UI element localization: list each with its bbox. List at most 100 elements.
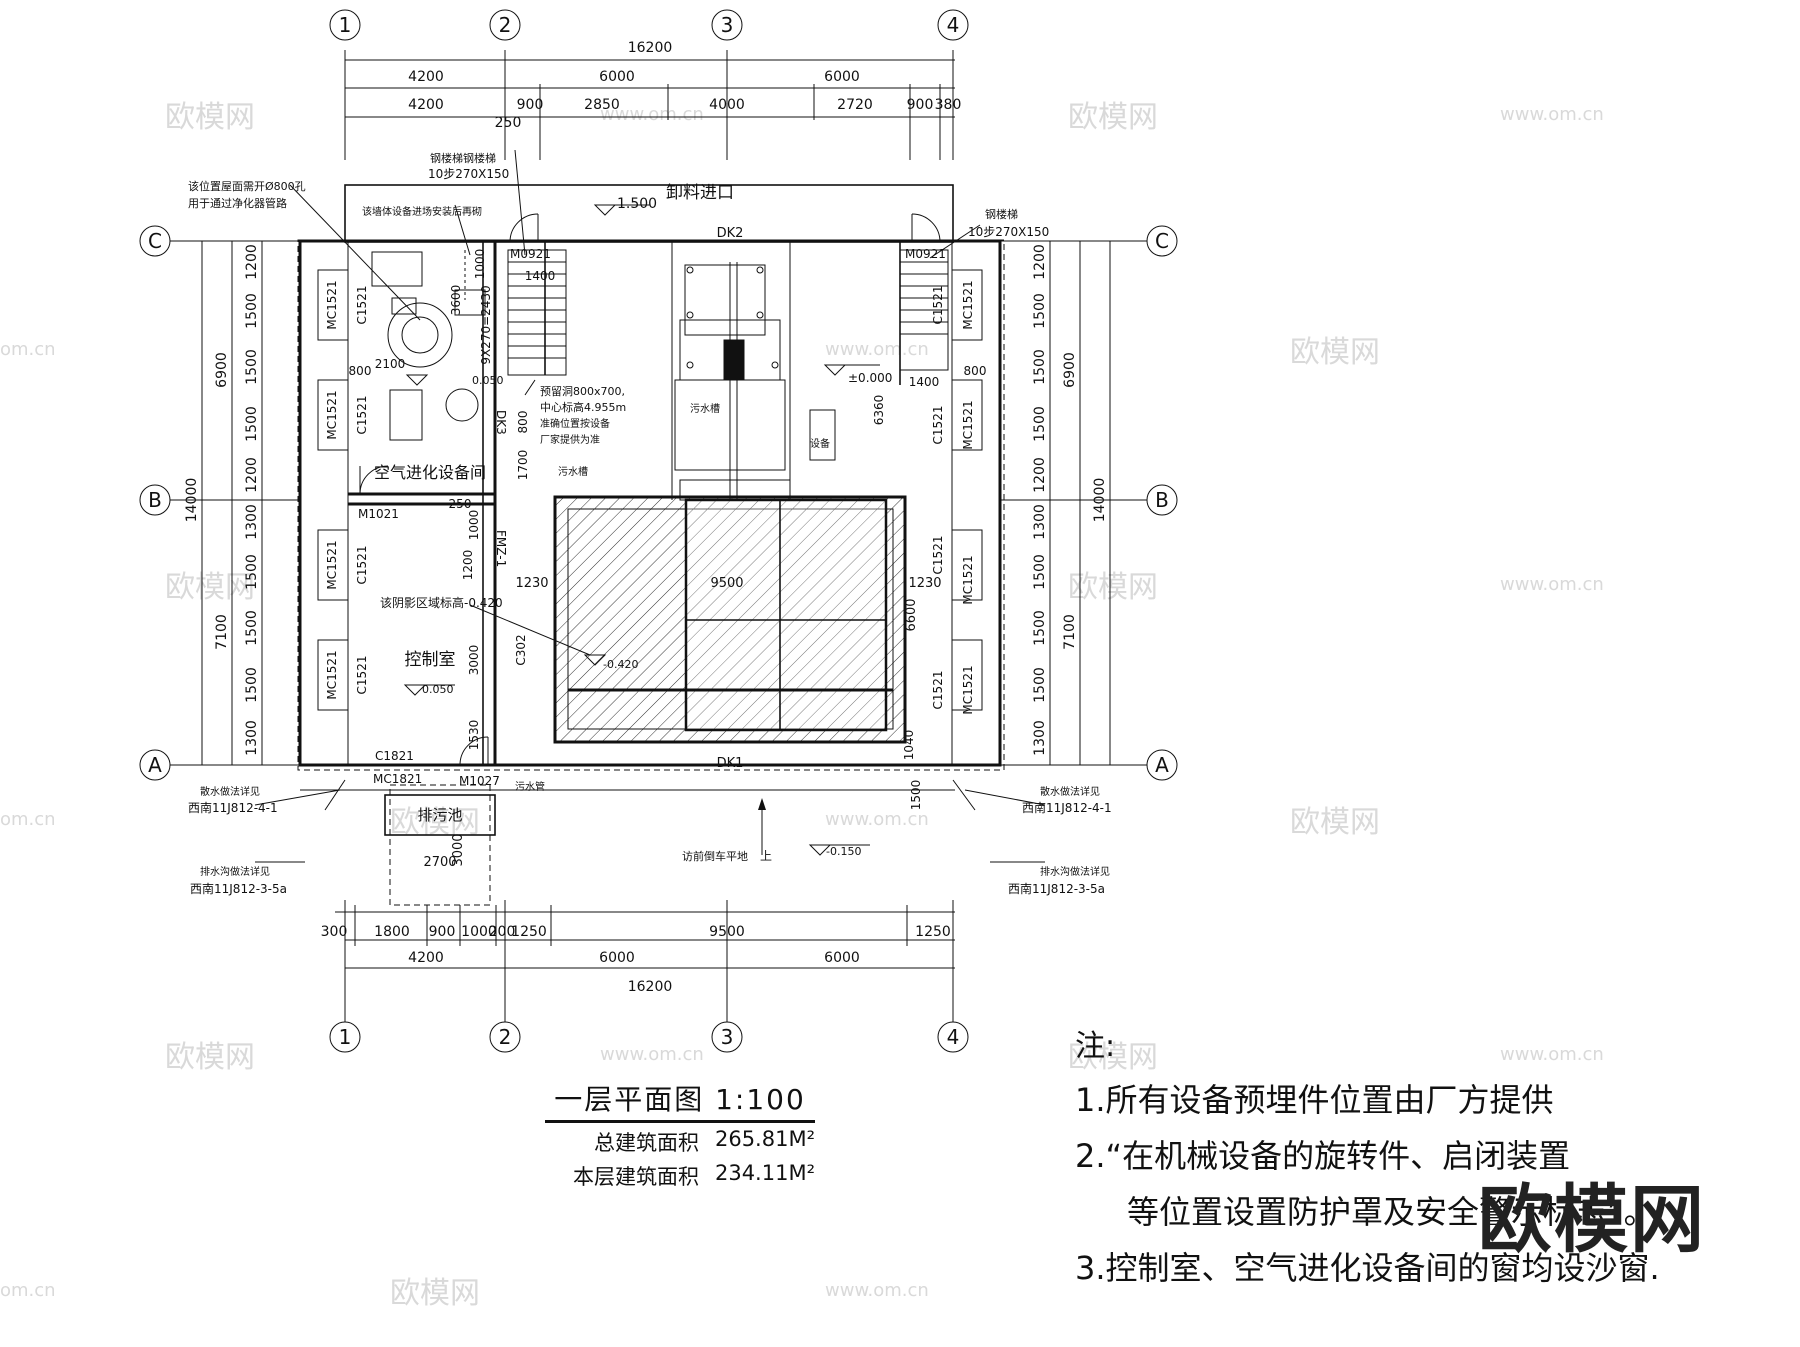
grid-label: 2 — [499, 13, 512, 37]
dim-text: 9500 — [710, 576, 743, 591]
door-tag: M0921 — [905, 247, 946, 261]
dim-text: 1250 — [915, 924, 951, 940]
grid-label: 4 — [947, 1025, 960, 1049]
left-dimensions: 14000 6900 7100 1200 1500 1500 1500 1200… — [184, 241, 263, 765]
annotation: 中心标高4.955m — [540, 400, 626, 414]
dim-text: 1500 — [1032, 293, 1048, 329]
window-tag: C1521 — [931, 671, 945, 710]
dim-text: 6360 — [872, 395, 886, 426]
note-item: 等位置设置防护罩及安全警示标志”。 — [1127, 1193, 1656, 1231]
dim-text: 7100 — [1062, 614, 1078, 650]
area-label: 总建筑面积 — [593, 1131, 699, 1155]
up-label: 上 — [760, 849, 772, 863]
annotation: 该阴影区域标高-0.420 — [380, 595, 503, 610]
annotation: 散水做法详见 — [200, 785, 260, 798]
door-tag: M1027 — [459, 774, 500, 788]
bottom-dimensions: 300 1800 900 1000 200 1250 9500 1250 420… — [321, 905, 955, 995]
dim-text: 250 — [449, 497, 472, 511]
watermark-url: www.om.cn — [600, 104, 704, 125]
annotation: 排水沟做法详见 — [1040, 865, 1110, 878]
annotation: 厂家提供为准 — [540, 433, 600, 446]
dim-text: 4200 — [408, 69, 444, 85]
window-tag: C1521 — [931, 536, 945, 575]
watermarks-url: www.om.cn www.om.cn www.om.cn om.cn www.… — [0, 104, 1604, 1301]
area-value: 265.81M² — [714, 1127, 815, 1151]
level-label: -0.420 — [603, 658, 638, 671]
grid-label: 2 — [499, 1025, 512, 1049]
annotation: 预留洞800x700, — [540, 385, 625, 398]
annotation: 污水槽 — [558, 465, 588, 478]
dim-text: 2700 — [423, 855, 456, 870]
level-label: 0.050 — [472, 374, 504, 387]
room-label-air: 空气进化设备间 — [374, 463, 486, 482]
dim-text: 1000 — [467, 510, 481, 541]
grid-label: 3 — [721, 13, 734, 37]
dim-text: 250 — [495, 115, 522, 131]
dim-text: 14000 — [1092, 478, 1108, 523]
dim-text: 1200 — [244, 457, 260, 493]
window-tag: C1521 — [355, 656, 369, 695]
watermark: 欧模网 — [1068, 570, 1158, 605]
dim-text: 16200 — [628, 40, 673, 56]
window-tag: C1521 — [355, 286, 369, 325]
note-item: 3.控制室、空气进化设备间的窗均设沙窗. — [1075, 1249, 1660, 1287]
dim-text: 7100 — [214, 614, 230, 650]
dim-text: 1800 — [374, 924, 410, 940]
area-row: 总建筑面积 265.81M² — [545, 1127, 815, 1157]
dim-text: 2720 — [837, 97, 873, 113]
watermark: 欧模网 — [165, 1040, 255, 1075]
dim-text: 4200 — [408, 97, 444, 113]
watermark: 欧模网 — [390, 1276, 480, 1311]
watermark-url: www.om.cn — [825, 1280, 929, 1301]
watermark-url: www.om.cn — [1500, 1044, 1604, 1065]
annotation: 10步270X150 — [968, 225, 1049, 239]
grid-label: C — [1155, 229, 1169, 253]
window-tag: C1821 — [375, 749, 414, 763]
dim-text: 300 — [321, 924, 348, 940]
grid-label: C — [148, 229, 162, 253]
dim-text: 2100 — [375, 357, 406, 371]
watermark: 欧模网 — [390, 805, 480, 840]
dk2-label: DK2 — [717, 226, 744, 241]
annotation: 该墙体设备进场安装后再砌 — [362, 205, 482, 218]
stairs — [359, 213, 949, 766]
window-tag: MC1521 — [325, 390, 339, 439]
window-markers-left: MC1521 C1521 MC1521 C1521 MC1521 C1521 M… — [317, 269, 983, 715]
door-tag: DK3 — [494, 410, 508, 435]
dim-text: 1250 — [511, 924, 547, 940]
dim-text: 1200 — [244, 244, 260, 280]
grid-label: A — [1155, 753, 1169, 777]
dim-text: 1300 — [244, 720, 260, 756]
annotation: 西南11J812-3-5a — [1008, 881, 1105, 896]
watermark: 欧模网 — [1290, 335, 1380, 370]
dim-text: 6000 — [599, 69, 635, 85]
annotation: 10步270X150 — [428, 167, 509, 181]
dim-text: 1230 — [908, 576, 941, 591]
dim-text: 4200 — [408, 950, 444, 966]
sewage-pool — [384, 784, 496, 906]
dim-text: 800 — [516, 411, 530, 434]
sewage-pool-label: 排污池 — [417, 806, 462, 824]
watermark-url: om.cn — [0, 339, 56, 360]
pit — [553, 495, 907, 744]
dim-text: 3600 — [449, 285, 463, 316]
dim-text: 9X270=2430 — [479, 285, 493, 364]
title-block: 一层平面图 1:100 总建筑面积 265.81M² 本层建筑面积 234.11… — [545, 1078, 815, 1191]
dim-text: 1500 — [909, 780, 923, 811]
window-tag: C1521 — [355, 546, 369, 585]
window-tag: MC1521 — [325, 540, 339, 589]
watermark-url: www.om.cn — [1500, 574, 1604, 595]
dim-text: 900 — [907, 97, 934, 113]
watermark: 欧模网 — [165, 100, 255, 135]
ramp-arrow — [758, 798, 766, 855]
dim-text: 1500 — [1032, 349, 1048, 385]
dim-text: 800 — [349, 364, 372, 378]
door-tag: M1021 — [358, 507, 399, 521]
annotation: 钢楼梯 — [985, 207, 1018, 221]
dim-text: 1500 — [1032, 554, 1048, 590]
notes: 注: 1.所有设备预埋件位置由厂方提供 2.“在机械设备的旋转件、启闭装置 等位… — [1075, 1032, 1775, 1308]
dim-text: 1000 — [473, 249, 487, 280]
right-dimensions: 14000 6900 7100 1200 1500 1500 1500 1200… — [1032, 241, 1111, 765]
dim-text: 1040 — [902, 730, 916, 761]
